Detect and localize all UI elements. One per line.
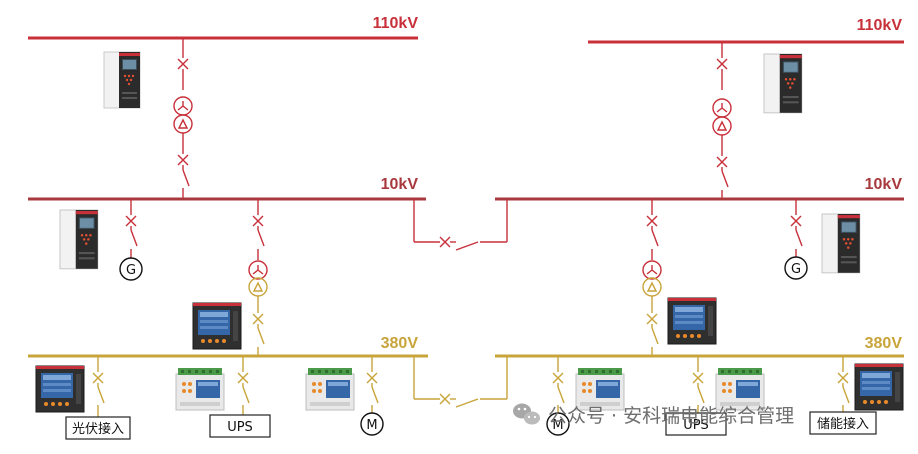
left-relay-110kv — [103, 51, 141, 109]
right-storage-label: 储能接入 — [817, 416, 869, 432]
right-motor-icon — [546, 412, 570, 436]
left-motor-feeder — [366, 356, 379, 413]
right-bus-10kv-label: 10kV — [865, 176, 903, 193]
left-motor-icon — [360, 412, 384, 436]
left-meter-motor — [305, 367, 355, 411]
wechat-icon — [513, 403, 540, 425]
left-generator-label: G — [126, 263, 136, 278]
right-bus-380v-label: 380V — [865, 335, 903, 352]
right-bus-110kv-label: 110kV — [857, 17, 903, 34]
left-transformer-feeder — [173, 38, 193, 199]
left-pv-box — [65, 416, 131, 440]
left-lv-feeder — [252, 296, 265, 356]
right-system: 110kV 10kV — [495, 17, 904, 436]
left-system: 110kV 10kV G — [28, 15, 428, 440]
watermark-text: 公众号 · 安科瑞电能综合管理 — [548, 405, 794, 427]
tie-breaker-10kv — [413, 199, 508, 251]
right-meter-transformer — [667, 297, 717, 345]
right-relay-110kv — [763, 53, 803, 114]
right-lv-feeder — [646, 296, 659, 356]
right-storage-feeder — [837, 356, 850, 412]
watermark: 公众号 · 安科瑞电能综合管理 — [513, 403, 794, 427]
left-lv-transformer-icon — [248, 260, 268, 280]
right-ups-feeder — [692, 356, 705, 413]
right-motor-feeder — [552, 356, 565, 413]
left-pv-feeder — [92, 356, 105, 417]
left-bus-10kv-label: 10kV — [381, 176, 419, 193]
left-ups-label: UPS — [227, 420, 253, 435]
left-lv-transformer-feeder — [248, 199, 268, 297]
right-meter-motor — [575, 367, 625, 411]
left-relay-10kv — [59, 209, 99, 270]
right-transformer-feeder — [712, 42, 732, 199]
left-ups-feeder — [237, 356, 250, 415]
left-bus-380v-label: 380V — [381, 335, 419, 352]
right-meter-ups — [715, 367, 765, 411]
right-lv-transformer-icon — [642, 260, 662, 280]
right-motor-label: M — [552, 418, 563, 433]
left-meter-pv — [35, 365, 85, 413]
left-meter-transformer — [192, 302, 242, 350]
left-generator-feeder — [125, 199, 138, 258]
right-storage-box — [809, 411, 877, 435]
left-bus-110kv-label: 110kV — [373, 15, 419, 32]
left-ups-box — [209, 414, 271, 438]
tie-breaker-380v — [413, 356, 508, 408]
left-generator-icon — [119, 257, 143, 281]
right-generator-feeder — [790, 199, 803, 257]
left-motor-label: M — [366, 418, 377, 433]
left-pv-label: 光伏接入 — [72, 421, 124, 437]
right-generator-icon — [784, 256, 808, 280]
right-ups-box — [665, 412, 727, 436]
right-relay-10kv — [821, 213, 861, 274]
right-generator-label: G — [791, 262, 801, 277]
left-meter-ups — [175, 367, 225, 411]
right-lv-transformer-feeder — [642, 199, 662, 297]
right-meter-storage — [854, 363, 904, 411]
right-ups-label: UPS — [683, 418, 709, 433]
